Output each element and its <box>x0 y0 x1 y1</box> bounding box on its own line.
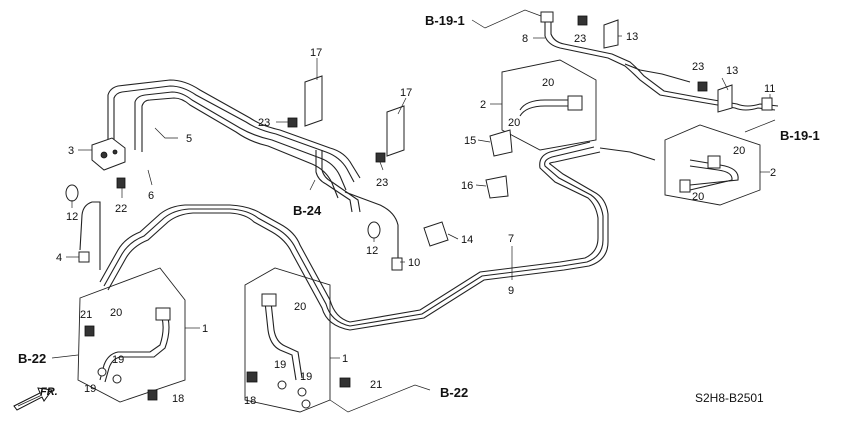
callout-20-f: 20 <box>692 191 704 203</box>
callout-20-d: 20 <box>508 117 520 129</box>
callout-17-left: 17 <box>310 47 322 59</box>
callout-22: 22 <box>115 203 127 215</box>
callout-23-c: 23 <box>574 33 586 45</box>
front-direction-arrow <box>13 387 53 411</box>
callout-18-right: 18 <box>244 395 256 407</box>
callout-2-left: 2 <box>480 99 486 111</box>
callout-10: 10 <box>408 257 420 269</box>
callout-21-left: 21 <box>80 309 92 321</box>
ref-b24[interactable]: B-24 <box>293 203 322 218</box>
diagram-code: S2H8-B2501 <box>695 391 764 405</box>
callout-16: 16 <box>461 180 473 192</box>
front-direction-label: FR. <box>40 386 58 398</box>
ref-b22-bottom[interactable]: B-22 <box>440 385 468 400</box>
callout-18-left: 18 <box>172 393 184 405</box>
callout-11: 11 <box>764 83 775 95</box>
callout-15: 15 <box>464 135 476 147</box>
brake-pipes <box>99 20 779 331</box>
callout-5: 5 <box>186 133 192 145</box>
leader-lines <box>51 9 776 413</box>
callout-20-c: 20 <box>542 77 554 89</box>
callout-2-right: 2 <box>770 167 776 179</box>
callout-19-a: 19 <box>112 354 124 366</box>
callout-numbers: 1 1 2 2 3 4 5 6 7 8 9 10 11 12 12 13 13 … <box>56 31 776 407</box>
callout-13-right: 13 <box>726 65 738 77</box>
hose-box-rear-left <box>501 59 597 151</box>
callout-23-a: 23 <box>258 117 270 129</box>
callout-23-d: 23 <box>692 61 704 73</box>
callout-23-b: 23 <box>376 177 388 189</box>
callout-9: 9 <box>508 285 514 297</box>
callout-20-a: 20 <box>110 307 122 319</box>
callout-17-right: 17 <box>400 87 412 99</box>
small-parts <box>65 11 773 401</box>
callout-3: 3 <box>68 145 74 157</box>
callout-19-b: 19 <box>84 383 96 395</box>
ref-b19-1-right[interactable]: B-19-1 <box>780 128 820 143</box>
hose-box-front-left <box>77 267 186 403</box>
callout-21-right: 21 <box>370 379 382 391</box>
callout-19-d: 19 <box>300 371 312 383</box>
callout-1-left: 1 <box>202 323 208 335</box>
callout-12-mid: 12 <box>366 245 378 257</box>
callout-4: 4 <box>56 252 62 264</box>
ref-b22-left[interactable]: B-22 <box>18 351 46 366</box>
hose-box-rear-right <box>664 124 761 206</box>
callout-1-right: 1 <box>342 353 348 365</box>
ref-b19-1-top[interactable]: B-19-1 <box>425 13 465 28</box>
callout-12-left: 12 <box>66 211 78 223</box>
callout-20-e: 20 <box>733 145 745 157</box>
callout-20-b: 20 <box>294 301 306 313</box>
callout-6: 6 <box>148 190 154 202</box>
callout-7: 7 <box>508 233 514 245</box>
callout-14: 14 <box>461 234 473 246</box>
callout-19-c: 19 <box>274 359 286 371</box>
callout-13-top: 13 <box>626 31 638 43</box>
reference-labels: B-19-1 B-19-1 B-24 B-22 B-22 <box>18 13 820 400</box>
hose-box-front-right <box>244 267 331 413</box>
callout-8: 8 <box>522 33 528 45</box>
